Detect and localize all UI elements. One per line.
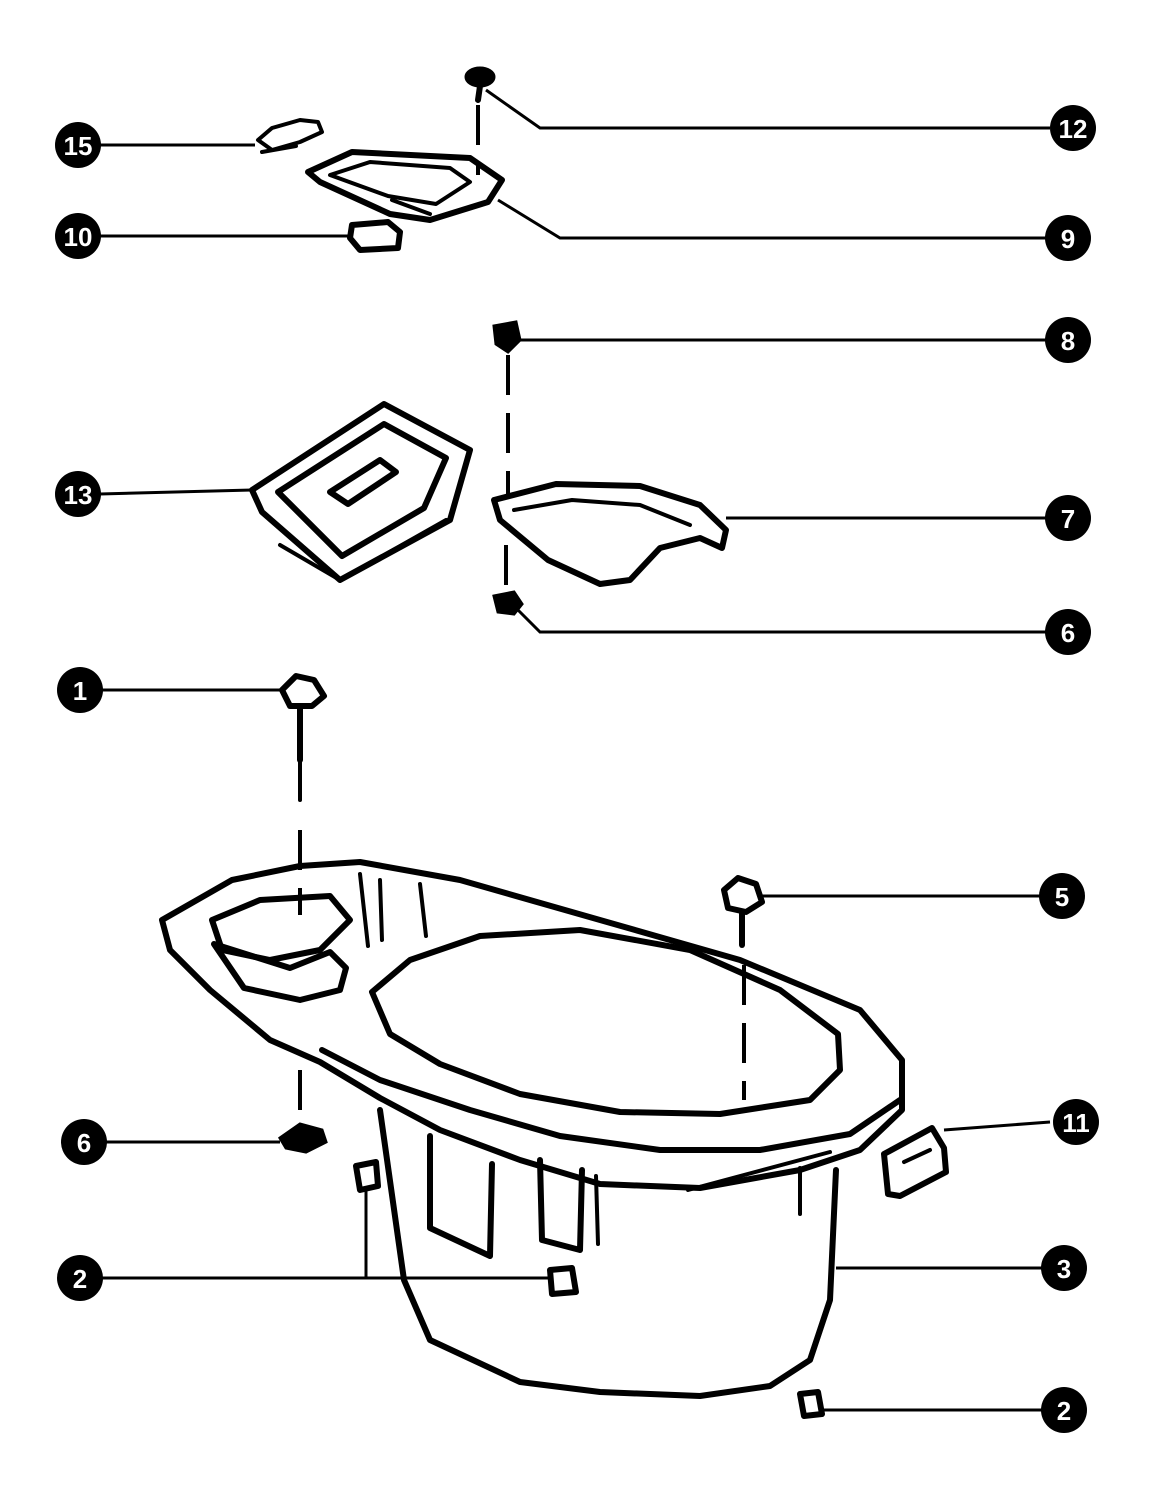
svg-text:2: 2	[73, 1264, 87, 1294]
part-8-screw	[492, 320, 522, 495]
svg-text:10: 10	[64, 222, 93, 252]
svg-text:11: 11	[1062, 1108, 1090, 1138]
part-2-plug-b	[547, 1265, 579, 1297]
svg-text:5: 5	[1055, 882, 1069, 912]
svg-text:7: 7	[1061, 504, 1075, 534]
svg-text:6: 6	[1061, 618, 1075, 648]
part-1-screw	[279, 673, 327, 915]
leader-lines	[99, 88, 1051, 1412]
svg-text:3: 3	[1057, 1254, 1071, 1284]
callout-15: 15	[55, 122, 101, 168]
svg-text:12: 12	[1059, 114, 1088, 144]
part-11-bracket	[881, 1125, 949, 1199]
callout-11: 11	[1053, 1099, 1099, 1145]
svg-text:6: 6	[77, 1128, 91, 1158]
callout-13: 13	[55, 471, 101, 517]
callout-6-lower: 6	[61, 1119, 107, 1165]
callout-8: 8	[1045, 317, 1091, 363]
callout-6-upper: 6	[1045, 609, 1091, 655]
callout-5: 5	[1039, 873, 1085, 919]
svg-text:2: 2	[1057, 1396, 1071, 1426]
part-6-nut-lower	[277, 1070, 328, 1154]
svg-text:15: 15	[64, 131, 93, 161]
callout-9: 9	[1045, 215, 1091, 261]
callout-10: 10	[55, 213, 101, 259]
part-5-screw	[721, 875, 765, 1100]
callout-2-right: 2	[1041, 1387, 1087, 1433]
svg-text:9: 9	[1061, 224, 1075, 254]
svg-text:8: 8	[1061, 326, 1075, 356]
part-10-block	[347, 219, 403, 253]
part-13-tray	[249, 401, 473, 583]
part-9-cover-plate	[305, 149, 505, 223]
part-15-clip	[256, 118, 324, 154]
part-2-plug-c	[797, 1389, 825, 1419]
part-7-curved-cover	[491, 481, 729, 590]
callout-2-left: 2	[57, 1255, 103, 1301]
callout-3: 3	[1041, 1245, 1087, 1291]
callout-12: 12	[1050, 105, 1096, 151]
svg-text:13: 13	[64, 480, 93, 510]
part-2-plug-a	[353, 1159, 381, 1193]
callout-1: 1	[57, 667, 103, 713]
svg-text:1: 1	[73, 676, 87, 706]
callout-7: 7	[1045, 495, 1091, 541]
part-3-main-housing	[159, 859, 905, 1399]
